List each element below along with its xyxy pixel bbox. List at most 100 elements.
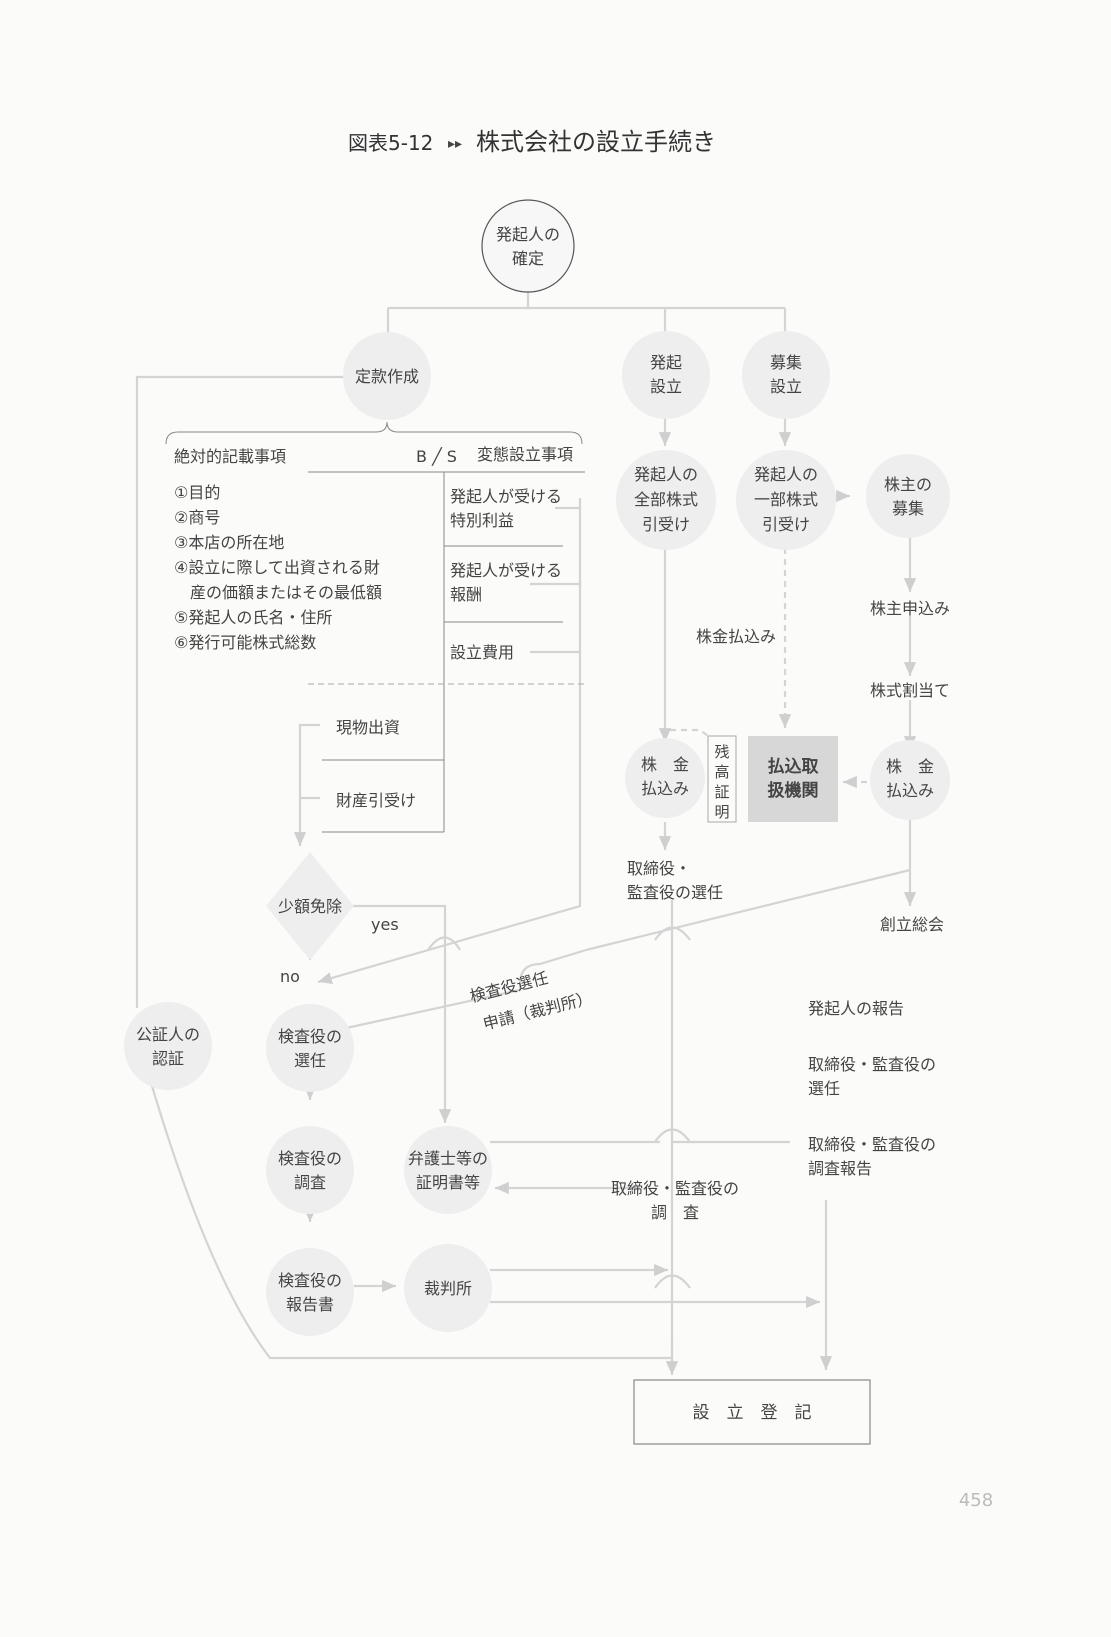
node-shareholder-recruit: 株主の 募集: [866, 454, 950, 538]
svg-text:報告書: 報告書: [286, 1295, 334, 1314]
svg-text:発起人の: 発起人の: [754, 465, 818, 484]
svg-text:①目的: ①目的: [174, 483, 220, 502]
variable-header: 変態設立事項: [477, 445, 573, 464]
svg-text:報酬: 報酬: [450, 585, 482, 604]
absolute-header: 絶対的記載事項: [174, 447, 286, 466]
svg-text:募集: 募集: [770, 353, 802, 372]
right-column-items: 発起人の報告 取締役・監査役の 選任 取締役・監査役の 調査報告: [808, 999, 936, 1178]
svg-text:発起人の: 発起人の: [496, 225, 560, 244]
figure-number: 図表5-12: [348, 131, 433, 155]
node-founder-part: 発起人の 一部株式 引受け: [736, 450, 836, 550]
svg-text:株 金: 株 金: [886, 757, 934, 776]
svg-text:少額免除: 少額免除: [278, 897, 342, 916]
svg-text:調査: 調査: [294, 1173, 326, 1192]
node-articles: 定款作成: [343, 332, 431, 420]
svg-text:株 金: 株 金: [641, 755, 689, 774]
node-balance-cert: 残 高 証 明: [707, 735, 737, 823]
node-lawyer-cert: 弁護士等の 証明書等: [404, 1126, 492, 1214]
svg-text:現物出資: 現物出資: [336, 718, 400, 737]
svg-text:監査役の選任: 監査役の選任: [627, 883, 723, 902]
svg-text:発起人が受ける: 発起人が受ける: [450, 561, 562, 580]
svg-text:確定: 確定: [512, 249, 544, 268]
label-no: no: [280, 967, 300, 986]
svg-text:調査報告: 調査報告: [808, 1159, 872, 1178]
svg-text:設 立 登 記: 設 立 登 記: [693, 1403, 812, 1423]
svg-text:取締役・監査役の: 取締役・監査役の: [611, 1179, 739, 1198]
title-arrow-icon: ▸▸: [448, 136, 462, 152]
svg-text:証明書等: 証明書等: [416, 1173, 480, 1192]
svg-text:⑥発行可能株式総数: ⑥発行可能株式総数: [174, 633, 316, 652]
svg-text:引受け: 引受け: [762, 515, 810, 534]
svg-text:設立: 設立: [650, 377, 682, 396]
label-founding-meeting: 創立総会: [880, 915, 944, 934]
node-payment-left: 株 金 払込み: [625, 738, 705, 818]
node-hokki: 発起 設立: [622, 331, 710, 419]
node-founder-all: 発起人の 全部株式 引受け: [616, 450, 716, 550]
svg-text:全部株式: 全部株式: [634, 490, 698, 509]
svg-text:発起: 発起: [650, 353, 682, 372]
svg-text:定款作成: 定款作成: [355, 367, 419, 386]
node-inspector-survey: 検査役の 調査: [266, 1126, 354, 1214]
svg-text:証: 証: [714, 783, 729, 801]
svg-text:募集: 募集: [892, 499, 924, 518]
svg-text:財産引受け: 財産引受け: [336, 791, 416, 810]
svg-text:公証人の: 公証人の: [136, 1025, 200, 1044]
label-shareholder-apply: 株主申込み: [870, 599, 950, 618]
svg-text:発起人が受ける: 発起人が受ける: [450, 487, 562, 506]
svg-text:検査役の: 検査役の: [278, 1271, 342, 1290]
svg-text:②商号: ②商号: [174, 508, 220, 527]
svg-text:高: 高: [714, 763, 729, 781]
node-payment-right: 株 金 払込み: [870, 740, 950, 820]
svg-text:引受け: 引受け: [642, 515, 690, 534]
svg-text:調 査: 調 査: [651, 1203, 699, 1222]
svg-text:一部株式: 一部株式: [754, 490, 818, 509]
svg-text:明: 明: [714, 803, 729, 821]
figure-title: 株式会社の設立手続き: [476, 128, 716, 156]
svg-text:検査役の: 検査役の: [278, 1027, 342, 1046]
bs-label: B ╱ S: [416, 447, 457, 466]
svg-text:設立: 設立: [770, 377, 802, 396]
line-hops: [427, 926, 691, 1289]
svg-text:特別利益: 特別利益: [450, 511, 514, 530]
svg-text:発起人の報告: 発起人の報告: [808, 999, 904, 1018]
node-director-survey: 取締役・監査役の 調 査: [611, 1179, 739, 1222]
svg-text:選任: 選任: [808, 1079, 840, 1098]
svg-text:払込み: 払込み: [886, 781, 934, 800]
svg-text:認証: 認証: [152, 1049, 184, 1068]
svg-text:取締役・監査役の: 取締役・監査役の: [808, 1055, 936, 1074]
node-founder-confirm: 発起人の 確定: [481, 199, 575, 293]
node-bank: 払込取 扱機関: [748, 736, 838, 822]
svg-text:③本店の所在地: ③本店の所在地: [174, 533, 284, 552]
svg-text:扱機関: 扱機関: [768, 780, 819, 801]
articles-table: 絶対的記載事項 B ╱ S 変態設立事項 ①目的 ②商号 ③本店の所在地 ④設立…: [165, 421, 585, 833]
svg-text:株主の: 株主の: [884, 475, 932, 494]
label-payment-mid: 株金払込み: [696, 627, 776, 646]
node-inspector-elect: 検査役の 選任: [266, 1004, 354, 1092]
svg-text:裁判所: 裁判所: [424, 1279, 472, 1298]
svg-text:産の価額またはその最低額: 産の価額またはその最低額: [174, 583, 382, 602]
label-inspector-appeal: 検査役選任 申請（裁判所）: [468, 968, 594, 1033]
svg-text:選任: 選任: [294, 1051, 326, 1070]
svg-text:⑤発起人の氏名・住所: ⑤発起人の氏名・住所: [174, 608, 332, 627]
label-yes: yes: [371, 915, 399, 934]
svg-text:弁護士等の: 弁護士等の: [408, 1149, 488, 1168]
node-small-exempt: 少額免除: [266, 852, 354, 960]
svg-text:設立費用: 設立費用: [450, 643, 514, 662]
node-elect-directors: 取締役・ 監査役の選任: [627, 859, 723, 902]
svg-text:残: 残: [714, 743, 729, 761]
node-registration: 設 立 登 記: [633, 1379, 871, 1445]
svg-text:④設立に際して出資される財: ④設立に際して出資される財: [174, 558, 380, 577]
svg-text:取締役・: 取締役・: [627, 859, 691, 878]
svg-text:取締役・監査役の: 取締役・監査役の: [808, 1135, 936, 1154]
node-court: 裁判所: [404, 1244, 492, 1332]
node-notary: 公証人の 認証: [124, 1002, 212, 1090]
svg-text:発起人の: 発起人の: [634, 465, 698, 484]
node-boshu: 募集 設立: [742, 331, 830, 419]
svg-text:払込取: 払込取: [768, 756, 819, 777]
svg-text:検査役の: 検査役の: [278, 1149, 342, 1168]
page-number: 458: [959, 1490, 993, 1511]
svg-text:払込み: 払込み: [641, 779, 689, 798]
node-inspector-report: 検査役の 報告書: [266, 1248, 354, 1336]
label-share-allot: 株式割当て: [870, 681, 950, 700]
